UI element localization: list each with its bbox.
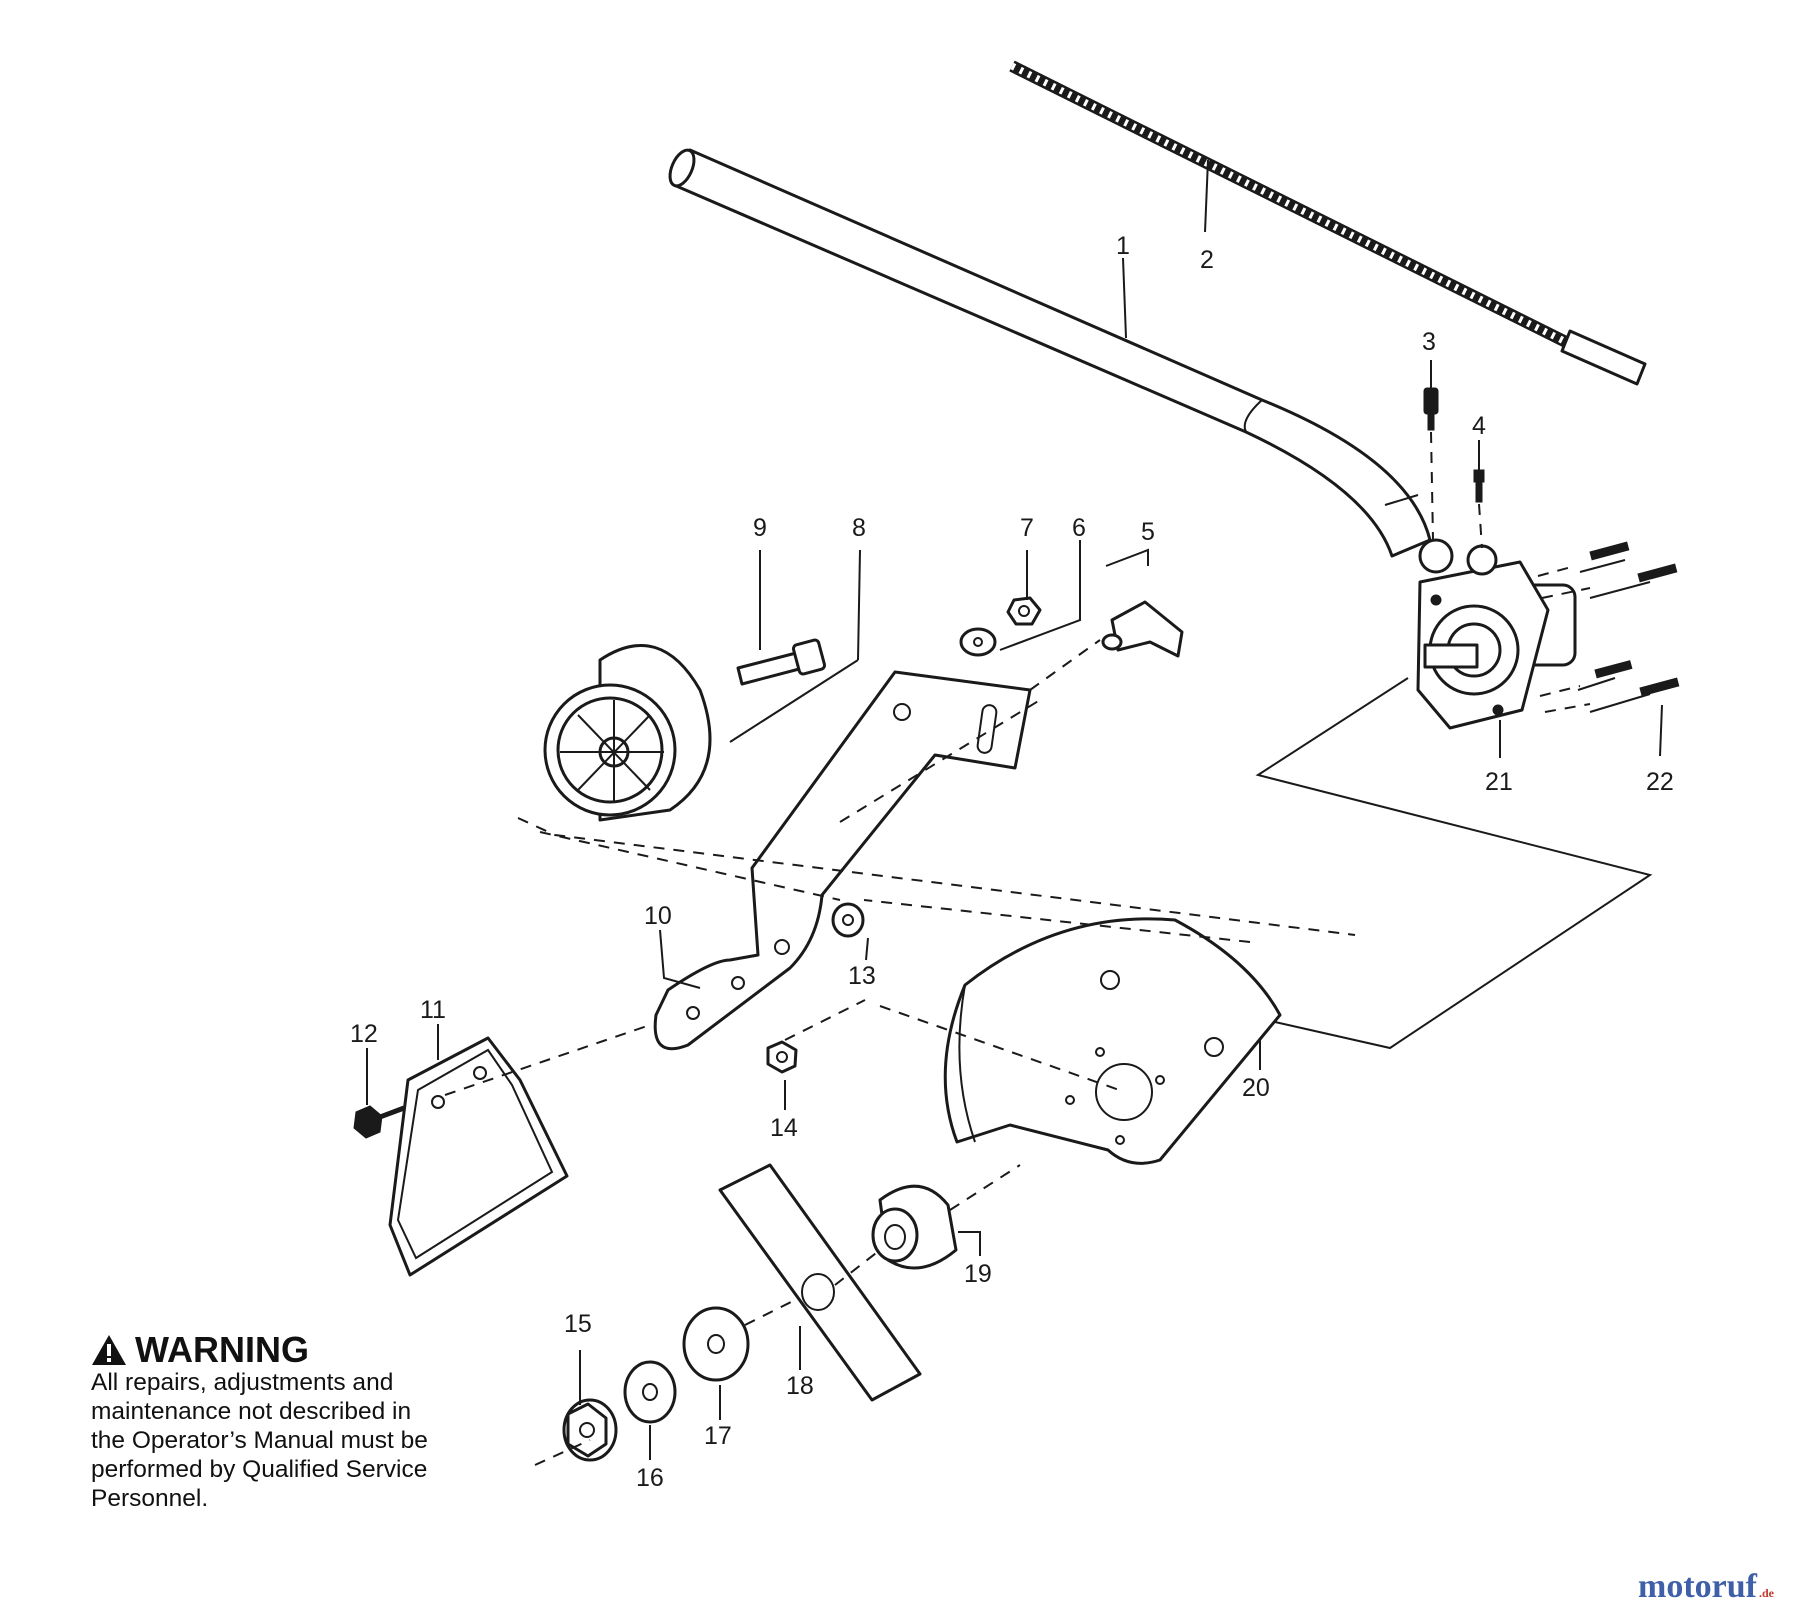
callout-13: 13 bbox=[848, 962, 876, 990]
assembly-outline bbox=[1255, 677, 1653, 1050]
callout-15: 15 bbox=[564, 1310, 592, 1338]
callout-9: 9 bbox=[753, 514, 767, 542]
warning-notice: WARNING All repairs, adjustments and mai… bbox=[91, 1332, 511, 1513]
warning-line-4: performed by Qualified Service bbox=[91, 1456, 428, 1483]
callout-20: 20 bbox=[1242, 1074, 1270, 1102]
callout-12: 12 bbox=[350, 1020, 378, 1048]
warning-triangle-icon bbox=[92, 1335, 126, 1365]
callout-19: 19 bbox=[964, 1260, 992, 1288]
screw-4 bbox=[1473, 469, 1485, 503]
warning-line-1: All repairs, adjustments and bbox=[91, 1369, 394, 1396]
callout-1: 1 bbox=[1116, 232, 1130, 260]
callout-18: 18 bbox=[786, 1372, 814, 1400]
callout-11: 11 bbox=[420, 996, 446, 1024]
screw-3 bbox=[1423, 387, 1439, 431]
callout-21: 21 bbox=[1485, 768, 1513, 796]
leader-lines bbox=[366, 159, 1663, 1460]
gear-head bbox=[1416, 538, 1577, 730]
callout-4: 4 bbox=[1472, 412, 1486, 440]
callout-17: 17 bbox=[704, 1422, 732, 1450]
warning-line-2: maintenance not described in bbox=[91, 1398, 412, 1425]
warning-line-3: the Operator’s Manual must be bbox=[91, 1427, 428, 1454]
shaft-tube bbox=[668, 148, 1432, 558]
watermark-logo: motoruf.de bbox=[1638, 1568, 1774, 1606]
callout-22: 22 bbox=[1646, 768, 1674, 796]
callout-5: 5 bbox=[1141, 518, 1155, 546]
nut-7 bbox=[1006, 596, 1042, 626]
warning-title: WARNING bbox=[91, 1332, 511, 1368]
bracket bbox=[653, 670, 1032, 1051]
wing-knob bbox=[1101, 600, 1184, 658]
callout-7: 7 bbox=[1020, 514, 1034, 542]
callout-labels: 1 2 3 4 5 6 7 8 9 10 11 12 13 14 15 16 1… bbox=[350, 232, 1674, 1492]
callout-6: 6 bbox=[1072, 514, 1086, 542]
warning-line-5: Personnel. bbox=[91, 1485, 209, 1512]
washer-16 bbox=[623, 1360, 677, 1424]
callout-3: 3 bbox=[1422, 328, 1436, 356]
callout-10: 10 bbox=[644, 902, 672, 930]
axle-bolt bbox=[736, 638, 827, 686]
blade bbox=[718, 1163, 922, 1402]
wheel bbox=[543, 644, 712, 822]
flange-nut-15 bbox=[562, 1398, 618, 1462]
warning-title-text: WARNING bbox=[135, 1329, 309, 1370]
assembly-lines bbox=[444, 431, 1591, 1466]
callout-2: 2 bbox=[1200, 246, 1214, 274]
drive-shaft bbox=[1009, 60, 1647, 386]
washer-6 bbox=[959, 627, 997, 657]
blade-guard bbox=[943, 917, 1282, 1165]
washer-17 bbox=[682, 1306, 750, 1382]
callout-8: 8 bbox=[852, 514, 866, 542]
deflector-plate bbox=[388, 1036, 569, 1277]
watermark-suffix: .de bbox=[1758, 1586, 1774, 1600]
watermark-brand: motoruf bbox=[1638, 1568, 1757, 1605]
screws-22 bbox=[1577, 541, 1680, 713]
callout-14: 14 bbox=[770, 1114, 798, 1142]
callout-16: 16 bbox=[636, 1464, 664, 1492]
nut-14 bbox=[766, 1040, 798, 1074]
washer-13 bbox=[831, 902, 865, 938]
screw-12 bbox=[353, 1105, 405, 1139]
blade-adapter bbox=[871, 1184, 958, 1270]
